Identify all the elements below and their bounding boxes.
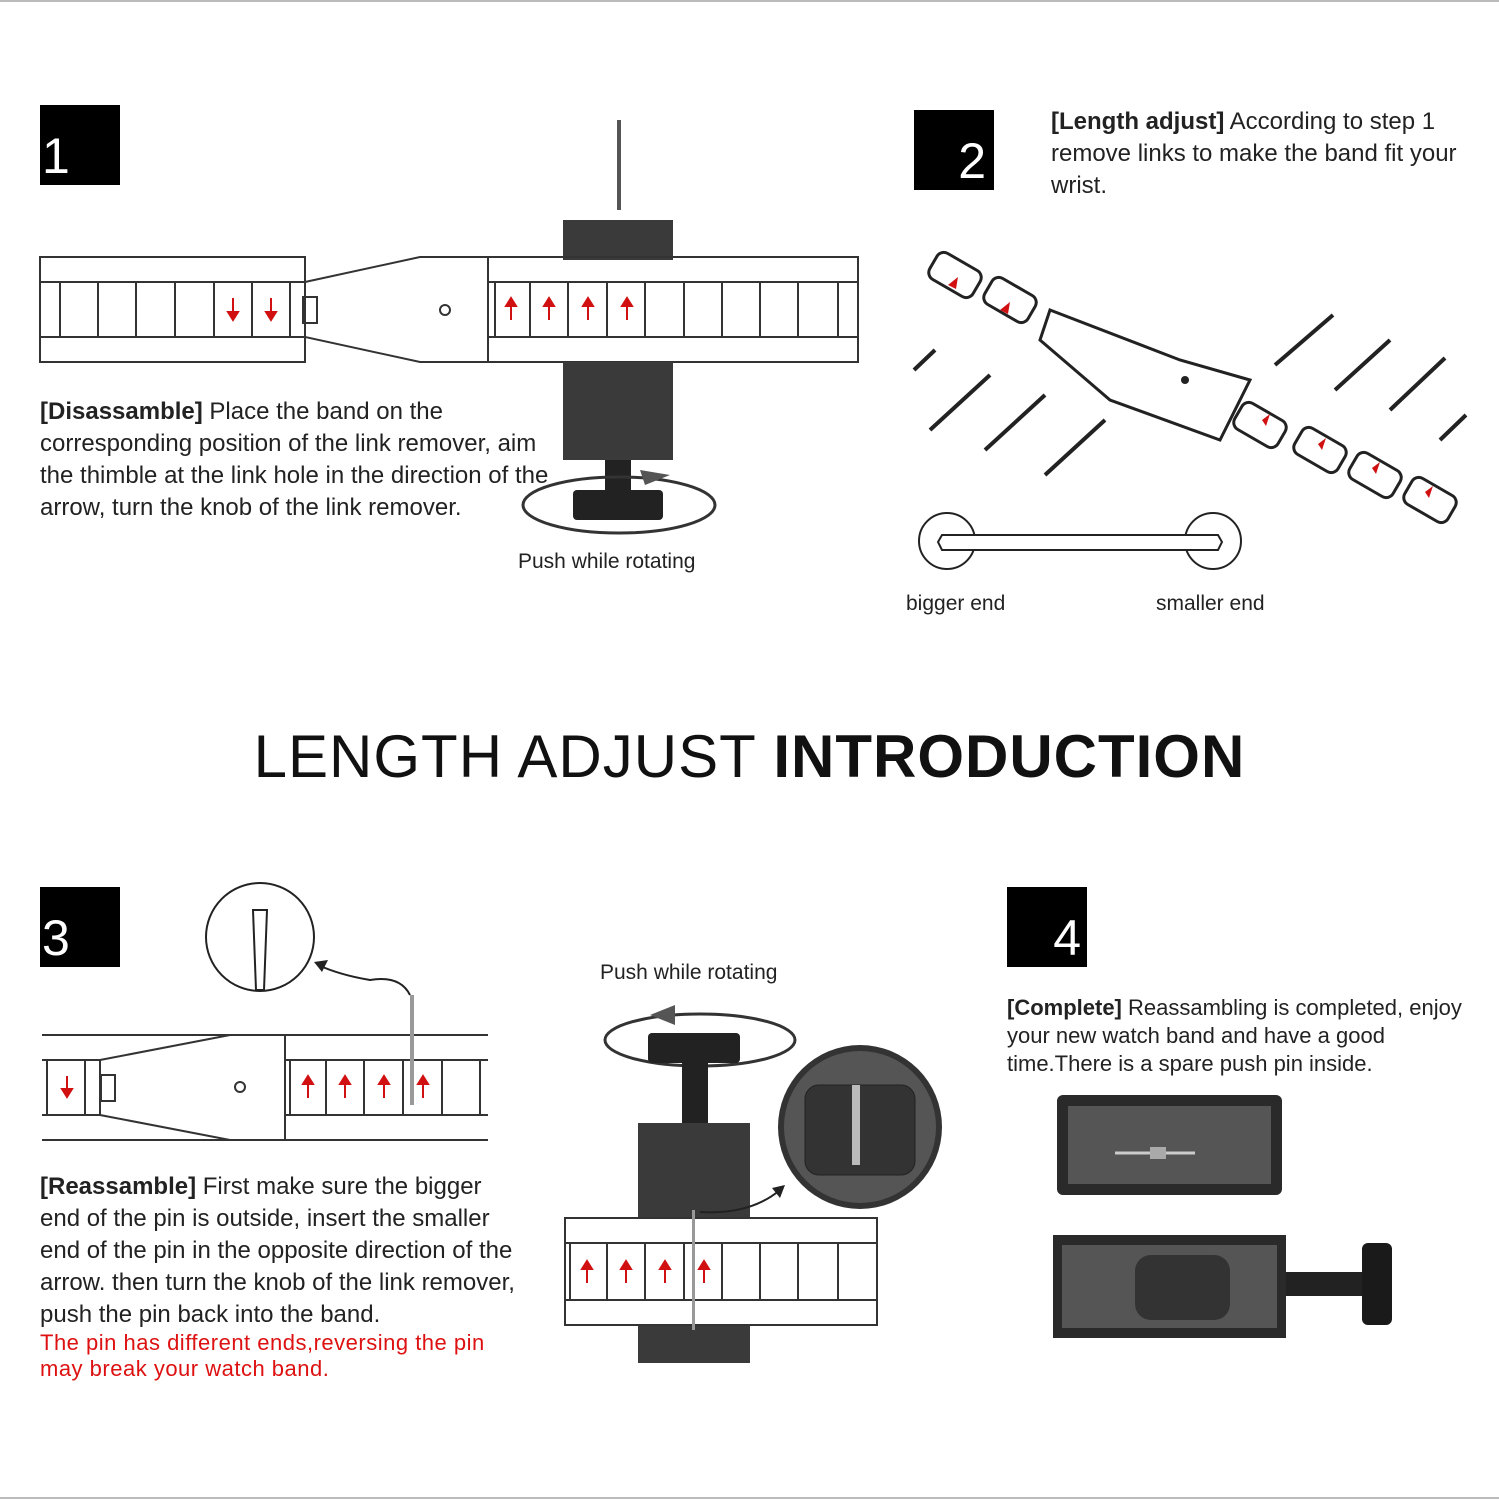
step-1-text: Place the band on the corresponding posi… xyxy=(40,398,549,521)
step-2-badge: 2 xyxy=(914,110,994,190)
step-4-badge: 4 xyxy=(1007,887,1087,967)
bigger-end-label: bigger end xyxy=(906,592,1006,615)
title-light: LENGTH ADJUST xyxy=(253,723,756,790)
page-title: LENGTH ADJUST INTRODUCTION xyxy=(0,722,1499,791)
step-4-description: [Complete] Reassambling is completed, en… xyxy=(1007,994,1467,1078)
title-bold: INTRODUCTION xyxy=(773,723,1246,790)
step-number: 4 xyxy=(1053,910,1081,966)
step-number: 1 xyxy=(42,128,70,184)
step-2-description: [Length adjust] According to step 1 remo… xyxy=(1051,106,1471,202)
step-3-text: First make sure the bigger end of the pi… xyxy=(40,1173,515,1328)
step-2-heading: [Length adjust] xyxy=(1051,108,1225,135)
smaller-end-label: smaller end xyxy=(1156,592,1265,615)
step-3-caption: Push while rotating xyxy=(600,961,778,984)
top-rule xyxy=(0,0,1499,2)
step-2-text: According to step 1 remove links to make… xyxy=(1051,108,1457,199)
step-3-band-illustration xyxy=(42,882,942,1363)
step-3-badge: 3 xyxy=(40,887,120,967)
step-2-band-exploded-illustration xyxy=(912,250,1468,570)
step-3-description: [Reassamble] First make sure the bigger … xyxy=(40,1171,518,1331)
step-1-description: [Disassamble] Place the band on the corr… xyxy=(40,396,550,524)
step-3-warning: The pin has different ends,reversing the… xyxy=(40,1330,485,1381)
step-4-heading: [Complete] xyxy=(1007,995,1122,1020)
step-number: 3 xyxy=(42,910,70,966)
step-1-caption: Push while rotating xyxy=(518,550,696,573)
step-1-badge: 1 xyxy=(40,105,120,185)
link-remover-case-illustration xyxy=(1053,1095,1392,1338)
step-4-text: Reassambling is completed, enjoy your ne… xyxy=(1007,995,1462,1076)
step-number: 2 xyxy=(958,133,986,189)
step-1-band-illustration xyxy=(39,120,859,535)
step-1-heading: [Disassamble] xyxy=(40,398,203,425)
step-3-heading: [Reassamble] xyxy=(40,1173,197,1200)
bottom-rule xyxy=(0,1497,1499,1499)
